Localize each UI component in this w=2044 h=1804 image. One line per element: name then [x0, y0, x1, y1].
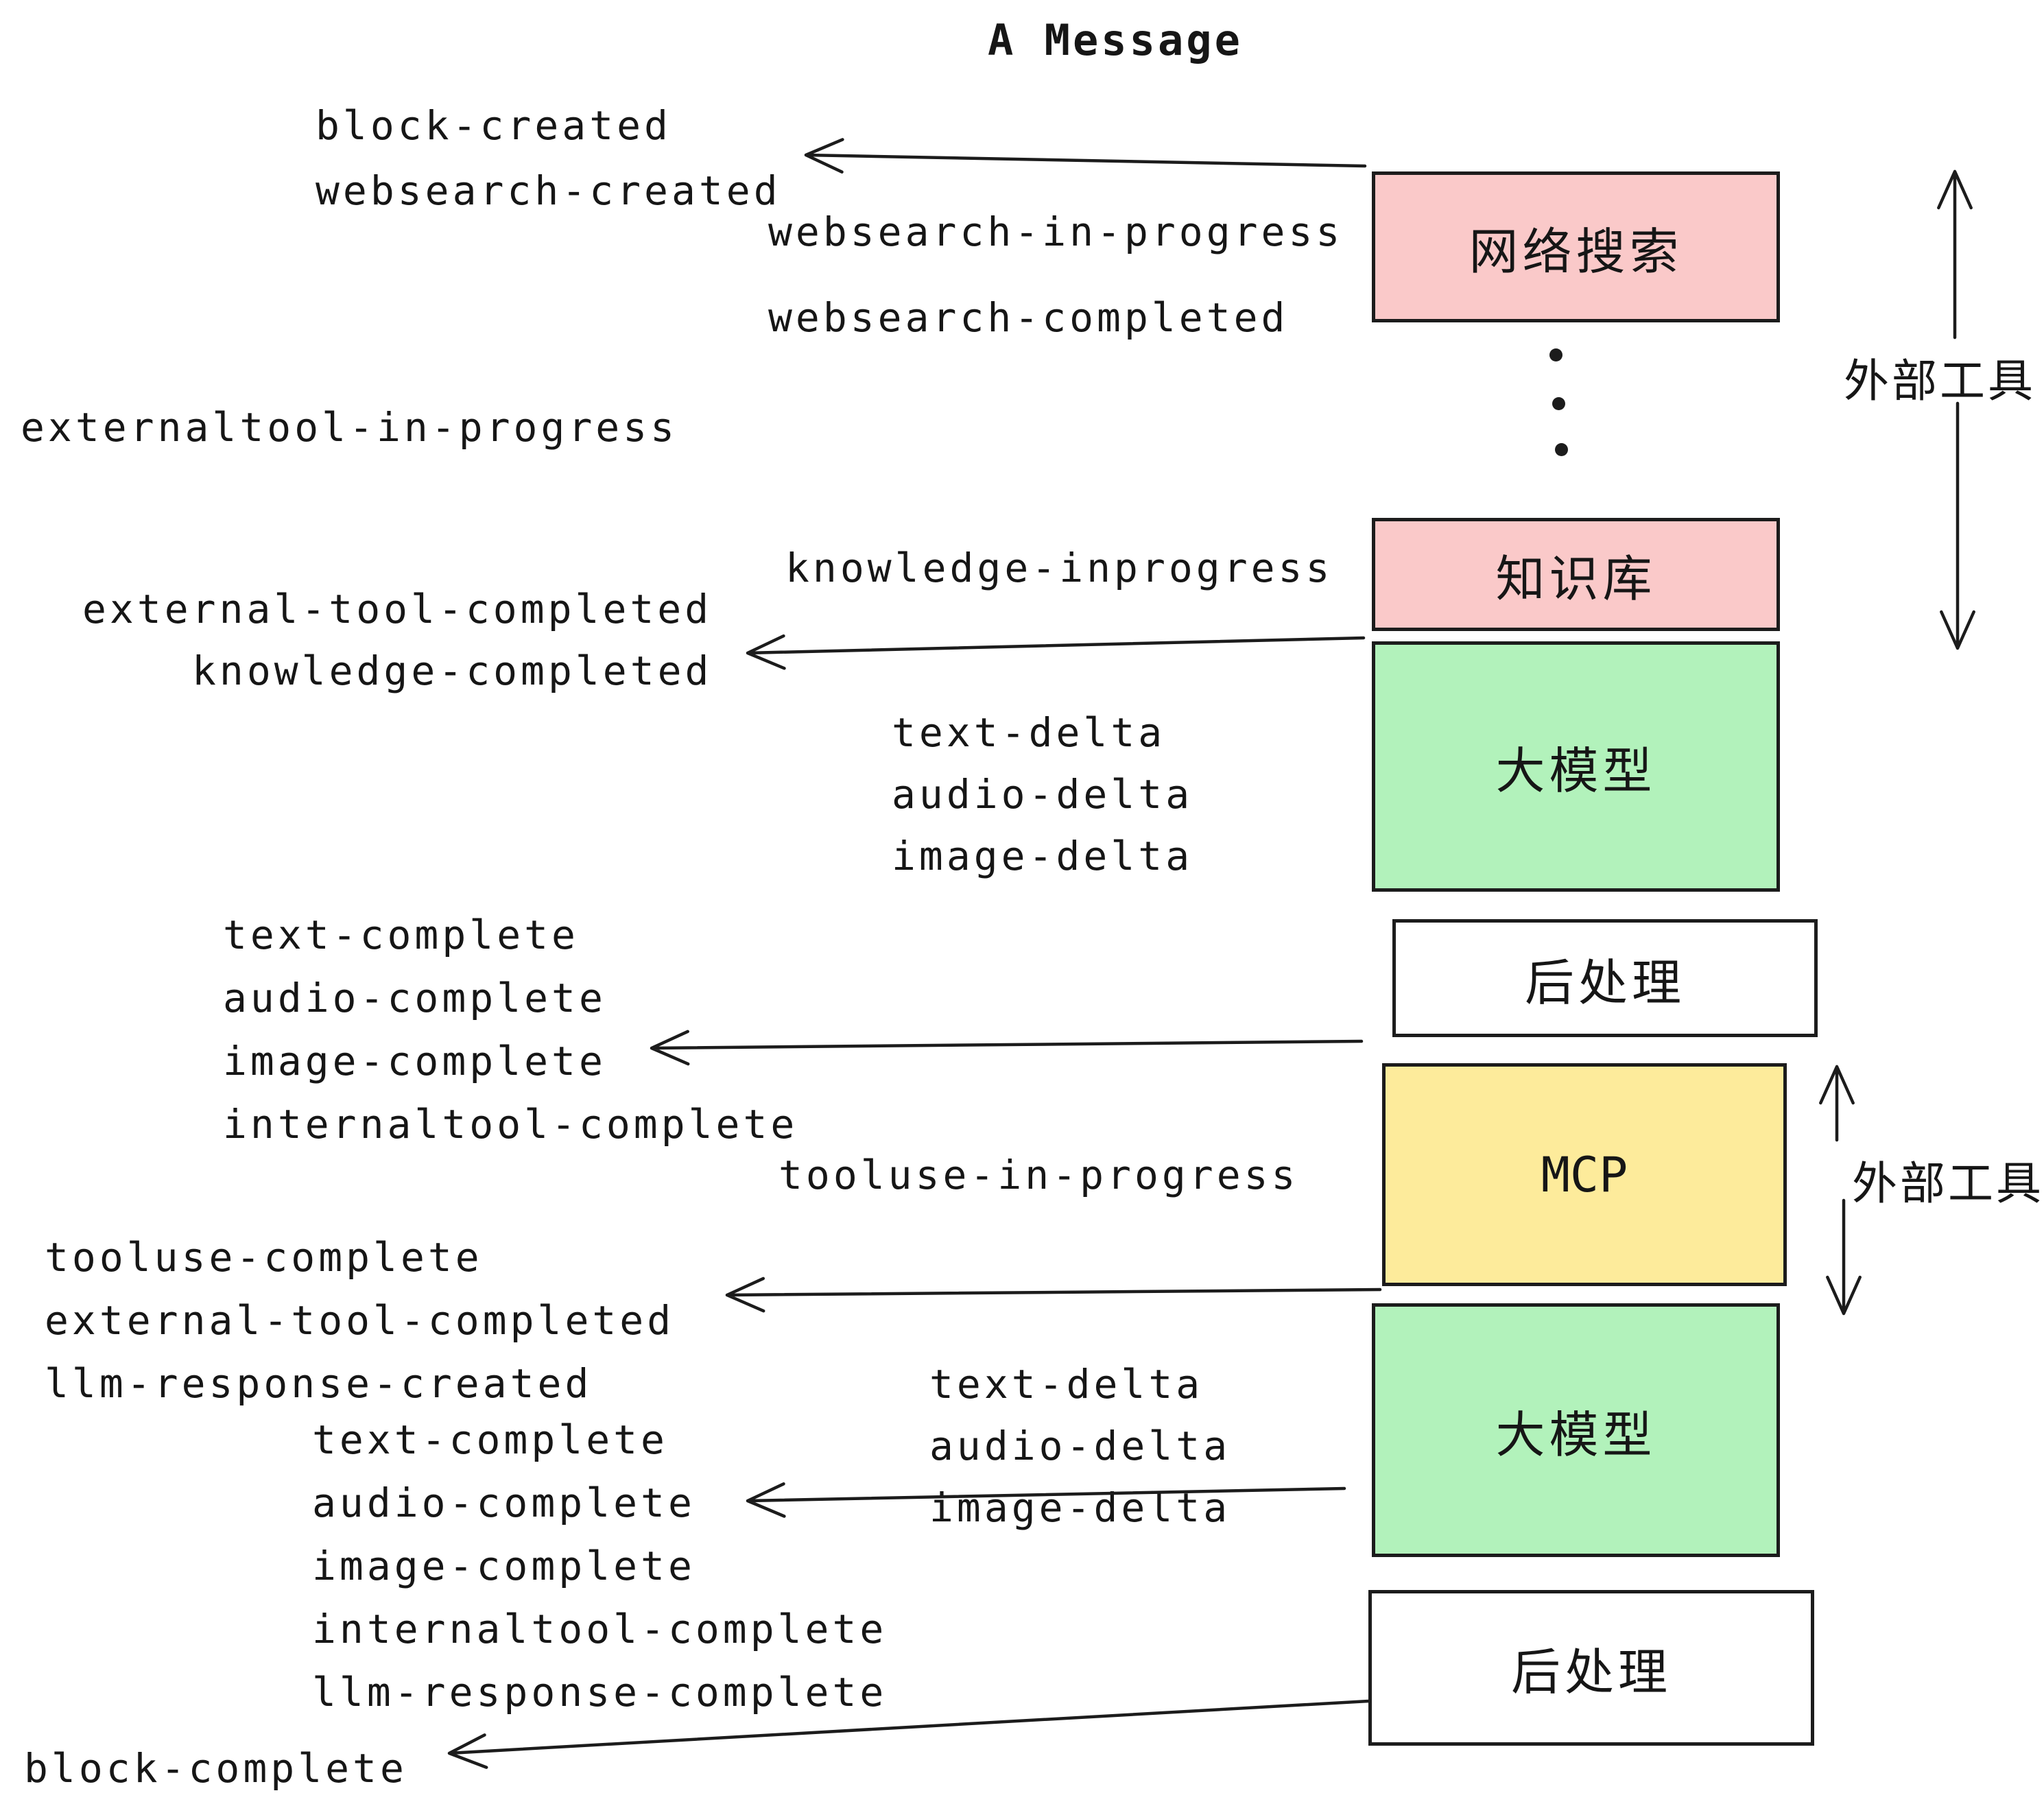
arrow-to-websearch-created	[804, 138, 1367, 174]
box-mcp-label: MCP	[1541, 1146, 1628, 1203]
box-post-process-2: 后处理	[1368, 1590, 1814, 1746]
arrow-to-external-tool-completed	[725, 1277, 1382, 1313]
box-knowledge-base-label: 知识库	[1495, 550, 1656, 608]
event-audio-delta-2: audio-delta	[929, 1423, 1231, 1469]
arrow-to-block-complete	[447, 1699, 1370, 1769]
arrow-to-audio-complete	[746, 1482, 1346, 1518]
arrow-to-image-complete	[650, 1030, 1364, 1066]
event-tooluse-complete: tooluse-complete	[45, 1234, 483, 1281]
event-websearch-completed: websearch-completed	[768, 294, 1289, 341]
event-image-complete-1: image-complete	[223, 1038, 606, 1084]
ellipsis-dot	[1552, 397, 1565, 410]
event-image-delta-1: image-delta	[892, 833, 1193, 879]
box-post-process-1: 后处理	[1392, 919, 1818, 1037]
external-tool-up-arrow-1	[1937, 169, 1973, 340]
event-llm-response-created: llm-response-created	[45, 1360, 593, 1407]
external-tool-down-arrow-1	[1940, 401, 1975, 650]
event-knowledge-inprogress: knowledge-inprogress	[785, 545, 1333, 591]
event-audio-complete-1: audio-complete	[223, 975, 606, 1021]
ellipsis-dot	[1555, 443, 1568, 456]
event-audio-complete-2: audio-complete	[312, 1480, 696, 1526]
event-block-complete: block-complete	[24, 1745, 407, 1792]
diagram-title: A Message	[988, 15, 1243, 65]
box-web-search-label: 网络搜索	[1469, 222, 1683, 281]
event-websearch-in-progress: websearch-in-progress	[768, 209, 1344, 255]
event-externaltool-in-progress: externaltool-in-progress	[21, 404, 678, 451]
box-llm-2-label: 大模型	[1495, 1405, 1656, 1464]
box-post-process-2-label: 后处理	[1510, 1643, 1672, 1701]
ellipsis-dot	[1549, 348, 1562, 361]
event-text-delta-2: text-delta	[929, 1361, 1204, 1408]
event-audio-delta-1: audio-delta	[892, 771, 1193, 818]
event-llm-response-complete: llm-response-complete	[312, 1669, 888, 1716]
box-llm-2: 大模型	[1372, 1303, 1780, 1557]
box-llm-1: 大模型	[1372, 641, 1780, 892]
event-knowledge-completed: knowledge-completed	[192, 648, 713, 694]
box-post-process-1-label: 后处理	[1524, 953, 1685, 1012]
side-label-external-tool-2: 外部工具	[1852, 1157, 2044, 1210]
event-internaltool-complete-1: internaltool-complete	[223, 1101, 798, 1148]
external-tool-down-arrow-2	[1826, 1198, 1862, 1316]
event-external-tool-completed-2: external-tool-completed	[45, 1297, 675, 1344]
event-block-created: block-created	[316, 102, 672, 149]
event-tooluse-in-progress: tooluse-in-progress	[779, 1152, 1299, 1198]
box-mcp: MCP	[1382, 1063, 1787, 1286]
box-web-search: 网络搜索	[1372, 171, 1780, 322]
box-knowledge-base: 知识库	[1372, 518, 1780, 631]
arrow-to-knowledge-completed	[746, 634, 1366, 670]
external-tool-up-arrow-2	[1819, 1065, 1855, 1142]
event-text-delta-1: text-delta	[892, 709, 1166, 756]
event-external-tool-completed-1: external-tool-completed	[82, 586, 713, 632]
event-text-complete-1: text-complete	[223, 912, 579, 958]
event-internaltool-complete-2: internaltool-complete	[312, 1606, 888, 1652]
event-websearch-created: websearch-created	[316, 167, 781, 214]
side-label-external-tool-1: 外部工具	[1844, 355, 2036, 407]
box-llm-1-label: 大模型	[1495, 742, 1656, 800]
event-image-complete-2: image-complete	[312, 1543, 696, 1589]
event-text-complete-2: text-complete	[312, 1416, 668, 1463]
